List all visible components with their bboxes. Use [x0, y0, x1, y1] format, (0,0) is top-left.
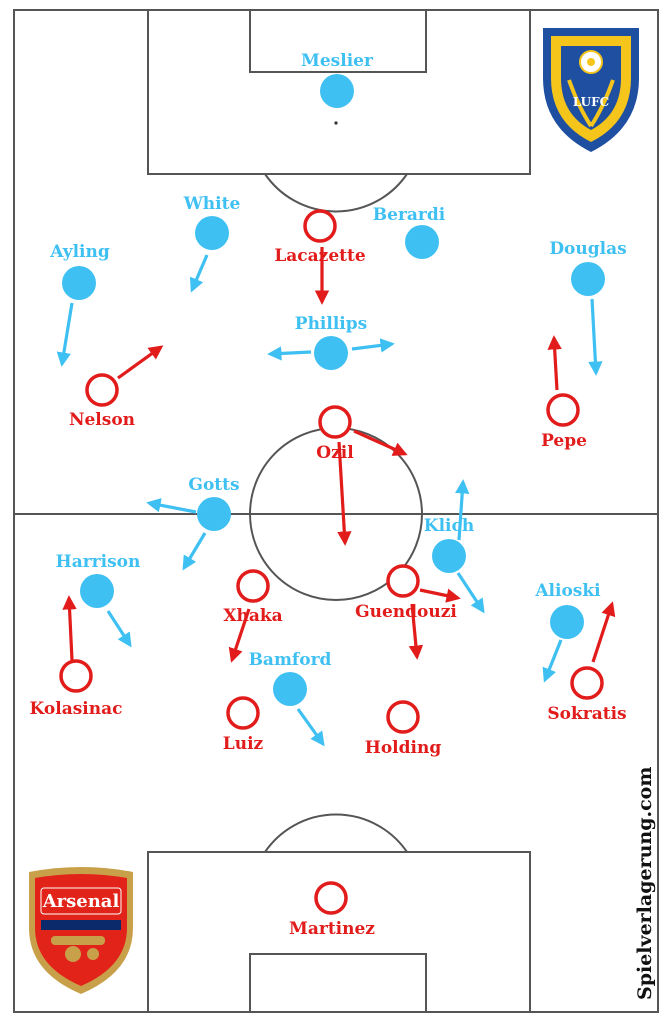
top-goal-area [249, 9, 427, 73]
leeds-crest-stripes [567, 79, 615, 128]
watermark: Spielverlagerung.com [634, 767, 656, 1000]
leeds-movement-arrow [542, 639, 563, 683]
arsenal-movement-arrow [62, 595, 77, 661]
arsenal-player-label-guendouzi: Guendouzi [355, 602, 457, 622]
arsenal-movement-arrow [337, 441, 352, 546]
leeds-player-phillips [314, 336, 348, 370]
leeds-player-label-douglas: Douglas [549, 239, 626, 259]
leeds-player-bamford [273, 672, 307, 706]
leeds-movement-arrow [267, 346, 312, 361]
leeds-player-label-white: White [183, 194, 241, 214]
arsenal-player-guendouzi [386, 564, 420, 598]
arsenal-movement-arrow [408, 603, 424, 660]
arsenal-player-pepe [546, 393, 580, 427]
arsenal-movement-arrow [591, 601, 616, 663]
arsenal-player-martinez [314, 881, 348, 915]
arsenal-player-xhaka [236, 569, 270, 603]
leeds-movement-arrow [588, 298, 603, 376]
leeds-player-ayling [62, 266, 96, 300]
arsenal-movement-arrow [547, 335, 562, 391]
arrows-layer [56, 247, 616, 747]
leeds-movement-arrow [456, 572, 485, 614]
arsenal-player-label-sokratis: Sokratis [547, 704, 626, 724]
leeds-player-berardi [405, 225, 439, 259]
arsenal-player-label-xhaka: Xhaka [223, 606, 282, 626]
leeds-player-klich [432, 539, 466, 573]
arsenal-player-holding [386, 700, 420, 734]
arsenal-player-label-nelson: Nelson [69, 410, 135, 430]
leeds-movement-arrow [296, 708, 325, 747]
pitch-markings [13, 9, 659, 1013]
arsenal-movement-arrow [117, 345, 164, 380]
leeds-player-harrison [80, 574, 114, 608]
leeds-movement-arrow [182, 532, 207, 571]
arsenal-player-sokratis [570, 666, 604, 700]
leeds-crest-inner-blue [561, 46, 621, 130]
arsenal-player-label-lacazette: Lacazette [274, 246, 366, 266]
leeds-player-label-ayling: Ayling [49, 242, 110, 262]
leeds-player-label-klich: Klich [424, 516, 474, 536]
leeds-movement-arrow [56, 302, 74, 367]
leeds-movement-arrow [189, 254, 209, 293]
leeds-player-alioski [550, 605, 584, 639]
arsenal-player-label-pepe: Pepe [541, 431, 587, 451]
arsenal-player-luiz [226, 696, 260, 730]
arsenal-player-kolasinac [59, 659, 93, 693]
leeds-crest: LUFC [543, 28, 639, 152]
arsenal-player-label-ozil: Ozil [316, 443, 354, 463]
cannon-icon [51, 936, 105, 962]
leeds-player-label-berardi: Berardi [373, 205, 446, 225]
top-penalty-spot [334, 121, 338, 125]
leeds-player-label-meslier: Meslier [301, 51, 374, 71]
arsenal-movement-arrow [419, 588, 461, 603]
arsenal-player-label-luiz: Luiz [223, 734, 264, 754]
leeds-player-label-gotts: Gotts [188, 475, 239, 495]
leeds-player-label-phillips: Phillips [295, 314, 367, 334]
arsenal-player-lacazette [303, 209, 337, 243]
leeds-movement-arrow [146, 498, 197, 514]
arsenal-player-nelson [85, 373, 119, 407]
rose-centre-icon [587, 58, 595, 66]
pitch-boundary [13, 9, 659, 1013]
top-penalty-arc [264, 173, 408, 213]
arsenal-player-label-holding: Holding [365, 738, 442, 758]
leeds-player-gotts [197, 497, 231, 531]
leeds-crest-letters: LUFC [573, 95, 609, 109]
arsenal-player-ozil [318, 405, 352, 439]
leeds-player-white [195, 216, 229, 250]
arsenal-crest: Arsenal [29, 867, 133, 994]
bottom-goal-area [249, 953, 427, 1013]
leeds-movement-arrow [455, 479, 470, 541]
arsenal-crest-band [40, 887, 122, 915]
leeds-player-douglas [571, 262, 605, 296]
leeds-movement-arrow [106, 610, 132, 648]
leeds-player-label-harrison: Harrison [56, 552, 141, 572]
leeds-player-meslier [320, 74, 354, 108]
arsenal-player-label-kolasinac: Kolasinac [30, 699, 123, 719]
arsenal-movement-arrow [228, 608, 251, 663]
arsenal-crest-name: Arsenal [42, 891, 120, 912]
leeds-movement-arrow [351, 338, 395, 353]
leeds-player-label-alioski: Alioski [534, 581, 601, 601]
bottom-penalty-arc [264, 813, 408, 853]
arsenal-player-label-martinez: Martinez [289, 919, 375, 939]
arsenal-movement-arrow [353, 429, 408, 456]
arsenal-crest-blue-band [41, 920, 121, 930]
leeds-player-label-bamford: Bamford [249, 650, 332, 670]
